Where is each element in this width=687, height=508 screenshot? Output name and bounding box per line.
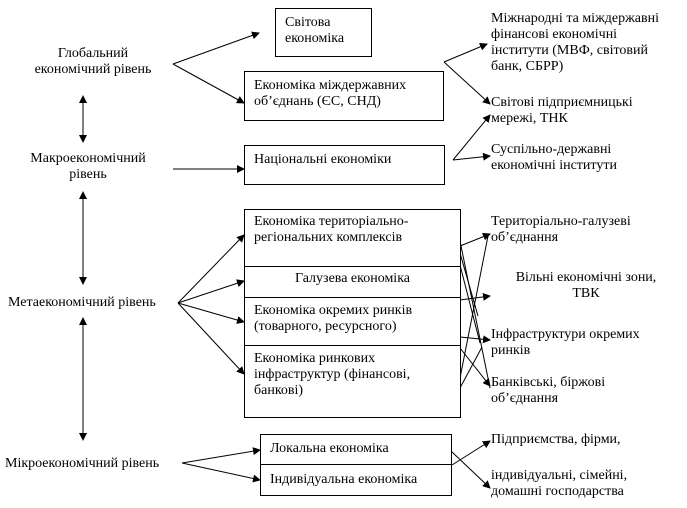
label-enterprises: Підприємства, фірми, bbox=[491, 432, 621, 447]
divider-3 bbox=[245, 345, 460, 346]
box-world-economy-label: Світова економіка bbox=[285, 15, 345, 46]
arrow-global-interstate bbox=[172, 63, 245, 104]
level-global: Глобальний економічний рівень bbox=[34, 46, 152, 77]
label-public-state: Суспільно-державні економічні інститути bbox=[491, 142, 617, 173]
box-territorial-label: Економіка територіально- регіональних ко… bbox=[254, 214, 409, 245]
cross-line-3 bbox=[459, 264, 481, 344]
cross-line-5 bbox=[459, 346, 483, 389]
label-terr-sector: Територіально-галузеві об’єднання bbox=[491, 214, 631, 245]
box-world-economy: Світова економіка bbox=[275, 8, 372, 57]
arrow-micro-individual bbox=[181, 462, 261, 483]
box-national-label: Національні економіки bbox=[254, 152, 392, 167]
box-interstate-label: Економіка міждержавних об’єднань (ЄС, СН… bbox=[254, 78, 407, 109]
arrow-national-public bbox=[452, 152, 491, 161]
box-sectoral-label: Галузева економіка bbox=[294, 271, 411, 286]
divider-2 bbox=[245, 297, 460, 298]
label-infra-markets: Інфраструктури окремих ринків bbox=[491, 327, 640, 358]
arrow-micro-households bbox=[451, 451, 491, 489]
divider-micro bbox=[261, 464, 451, 465]
box-interstate: Економіка міждержавних об’єднань (ЄС, СН… bbox=[244, 71, 444, 121]
arrow-meta-markets bbox=[177, 302, 245, 324]
label-world-business: Світові підприємницькі мережі, ТНК bbox=[491, 95, 633, 126]
cross-line-2 bbox=[459, 252, 479, 317]
arrow-micro-enterprises bbox=[451, 440, 491, 466]
level-macro: Макроекономічний рівень bbox=[30, 151, 146, 182]
box-micro-group: Локальна економіка Індивідуальна економі… bbox=[260, 434, 452, 496]
arrow-meta-free-zones bbox=[459, 292, 491, 301]
arrow-meta-infra-markets bbox=[459, 335, 491, 344]
divider-1 bbox=[245, 266, 460, 267]
cross-line-1 bbox=[459, 240, 491, 389]
box-local-label: Локальна економіка bbox=[270, 441, 389, 456]
arrow-interstate-business bbox=[443, 61, 491, 105]
arrow-meta-sectoral bbox=[177, 279, 245, 304]
box-markets-label: Економіка окремих ринків (товарного, рес… bbox=[254, 303, 413, 334]
label-bank-exchange: Банківські, біржові об’єднання bbox=[491, 375, 606, 406]
cross-line-4 bbox=[459, 235, 489, 379]
level-meta: Метаекономічний рівень bbox=[8, 295, 156, 310]
box-individual-label: Індивідуальна економіка bbox=[270, 472, 418, 487]
arrow-global-world bbox=[172, 31, 260, 65]
arrow-interstate-finance bbox=[443, 43, 488, 63]
level-micro: Мікроекономічний рівень bbox=[5, 456, 160, 471]
box-infrastructure-label: Економіка ринкових інфраструктур (фінанс… bbox=[254, 351, 411, 398]
arrow-meta-terr-sector bbox=[459, 232, 491, 247]
label-free-zones: Вільні економічні зони, ТВК bbox=[515, 270, 657, 301]
box-national: Національні економіки bbox=[244, 145, 445, 185]
box-meta-group: Економіка територіально- регіональних ко… bbox=[244, 209, 461, 418]
arrow-meta-infra bbox=[177, 302, 245, 375]
arrow-meta-territorial bbox=[177, 234, 245, 304]
arrow-micro-local bbox=[181, 447, 261, 464]
arrow-national-business bbox=[452, 114, 491, 161]
label-households: індивідуальні, сімейні, домашні господар… bbox=[491, 468, 628, 499]
label-intl-finance: Міжнародні та міждержавні фінансові екон… bbox=[491, 11, 659, 74]
